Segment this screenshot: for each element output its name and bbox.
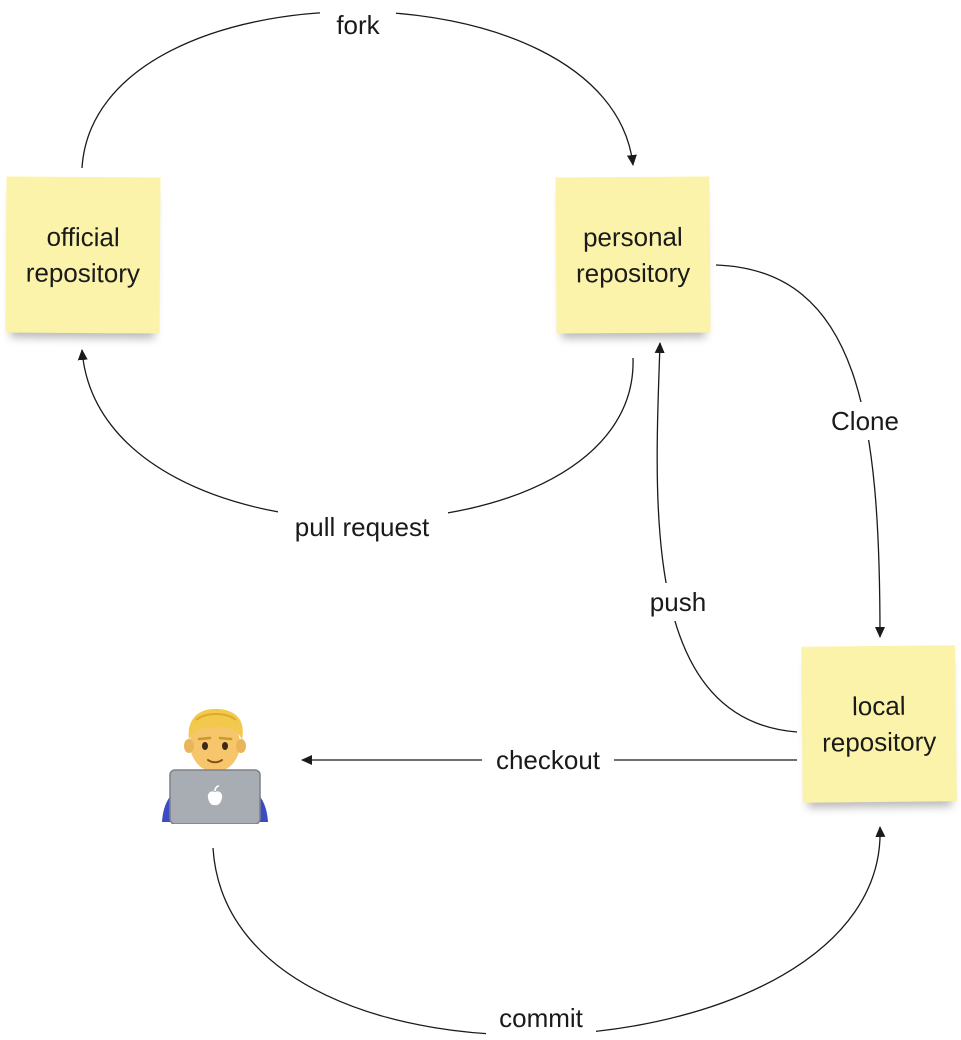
edge-label-pull-request: pull request [295,512,430,542]
edge-label-checkout: checkout [496,745,601,775]
node-local-repository[interactable]: local repository [801,645,957,803]
node-personal-repository-label: personal repository [575,221,691,289]
node-official-repository[interactable]: official repository [5,176,161,334]
edge-pull-request [77,349,634,521]
edge-label-push: push [650,587,706,617]
edge-clone [715,264,885,638]
edge-label-commit: commit [499,1003,584,1033]
node-local-repository-label: local repository [821,690,937,758]
edge-label-clone: Clone [831,406,899,436]
node-personal-repository[interactable]: personal repository [555,176,711,334]
edge-push [654,342,798,733]
node-official-repository-label: official repository [25,221,141,289]
edge-label-fork: fork [336,10,380,40]
man-technologist-icon [162,708,268,825]
developer-node[interactable] [160,706,270,825]
